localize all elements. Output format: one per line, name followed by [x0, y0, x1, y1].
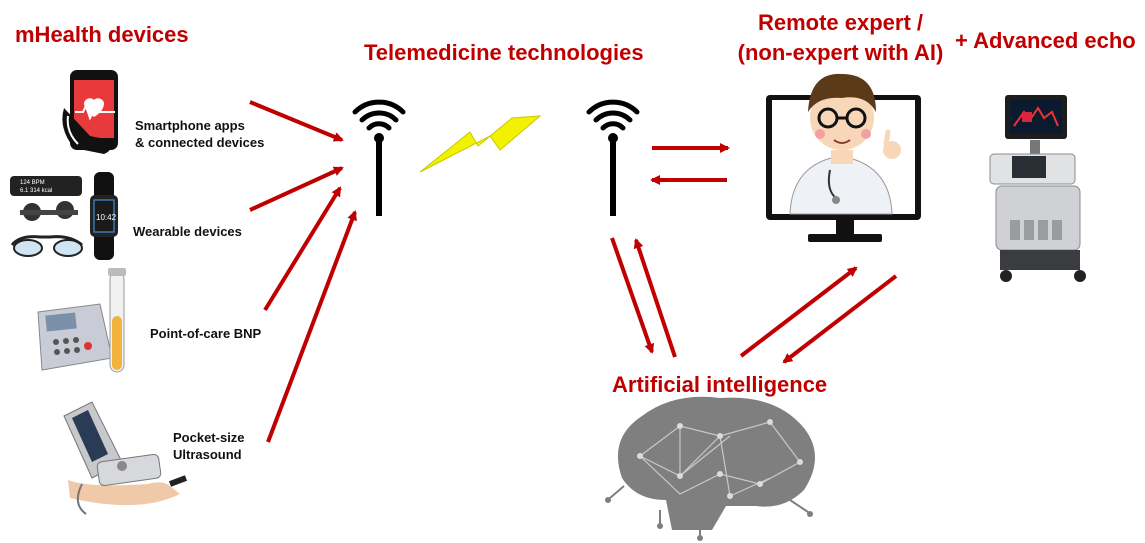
wearable-kcal-text: 6.1 314 kcal: [20, 188, 52, 194]
bnp-analyzer-icon: [37, 268, 126, 373]
device-label-line: & connected devices: [135, 135, 265, 150]
wearable-icon: 124 BPM 6.1 314 kcal 10:42: [10, 172, 118, 260]
wearable-bpm-text: 124 BPM: [20, 180, 45, 186]
lightning-bolt-icon: [419, 115, 542, 173]
mhealth-title: mHealth devices: [15, 22, 189, 47]
arrow-wearable-to-tower: [249, 166, 344, 212]
remote-expert-line2: (non-expert with AI): [737, 40, 944, 65]
device-label-line: Pocket-size: [173, 430, 245, 445]
arrow-ultrasound-to-tower: [266, 210, 357, 443]
telemedicine-title: Telemedicine technologies: [364, 40, 644, 65]
device-label-line: Ultrasound: [173, 447, 242, 462]
monitor-doctor-icon: [766, 73, 921, 242]
ai-title: Artificial intelligence: [612, 372, 828, 397]
echo-machine-icon: [989, 95, 1086, 282]
arrow-smartphone-to-tower: [249, 100, 344, 142]
wearable-time-text: 10:42: [96, 213, 117, 222]
smartphone-icon: [62, 70, 118, 154]
device-label-bnp: Point-of-care BNP: [150, 326, 262, 341]
remote-expert-title: Remote expert / (non-expert with AI): [718, 10, 963, 66]
device-label-line: Smartphone apps: [135, 118, 245, 133]
pocket-ultrasound-icon: [63, 401, 188, 515]
arrow-monitor-to-ai: [782, 274, 898, 364]
arrow-bnp-to-tower: [263, 186, 342, 312]
arrow-tower-to-ai: [610, 237, 655, 354]
device-label-ultrasound: Pocket-size Ultrasound: [173, 429, 245, 463]
device-label-smartphone: Smartphone apps & connected devices: [135, 117, 264, 151]
advanced-echo-title: + Advanced echo: [955, 28, 1136, 53]
ai-brain-icon: [605, 396, 815, 541]
device-label-wearable: Wearable devices: [133, 224, 242, 239]
right-signal-tower-icon: [586, 99, 640, 216]
arrow-ai-to-tower: [633, 238, 677, 358]
left-signal-tower-icon: [352, 99, 406, 216]
remote-expert-line1: Remote expert /: [757, 10, 924, 35]
arrow-ai-to-monitor: [739, 266, 858, 358]
